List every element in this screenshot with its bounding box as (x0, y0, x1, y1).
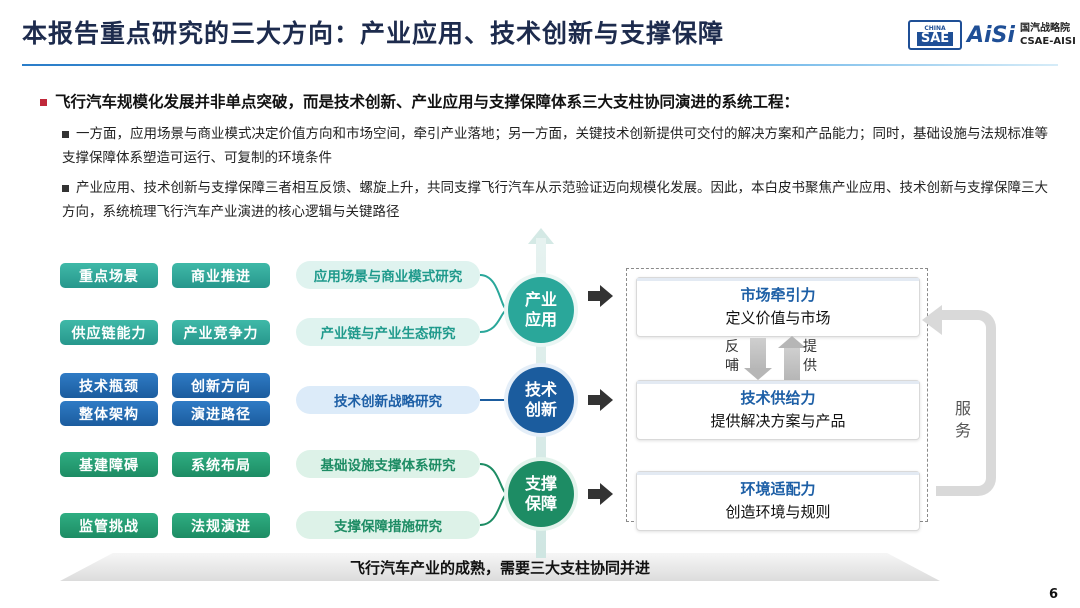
footer-platform (60, 553, 940, 581)
pillar-label: 技术创新 (524, 380, 557, 419)
logo-sae-text: SAE (916, 31, 954, 46)
connector-line (479, 493, 509, 526)
logo-org-cn: 国汽战略院 (1019, 23, 1070, 34)
right-arrow-icon (600, 483, 613, 505)
intro-sub-text-2: 产业应用、技术创新与支撑保障三者相互反馈、螺旋上升，共同支撑飞行汽车从示范验证迈… (62, 180, 1048, 220)
logo-china-text: CHINA (924, 24, 946, 32)
left-box: 创新方向 (172, 373, 270, 398)
arrow-shaft (588, 395, 600, 405)
up-arrow-icon (778, 336, 806, 348)
intro-main-bullet: 飞行汽车规模化发展并非单点突破，而是技术创新、产业应用与支撑保障体系三大支柱协同… (40, 90, 1050, 112)
force-title: 技术供给力 (740, 389, 816, 407)
connector-line (479, 309, 509, 333)
force-title: 市场牵引力 (740, 286, 816, 304)
left-box: 法规演进 (172, 513, 270, 538)
left-box: 监管挑战 (60, 513, 158, 538)
force-title: 环境适配力 (740, 480, 816, 498)
study-pill: 支撑保障措施研究 (296, 511, 480, 539)
left-box: 产业竞争力 (172, 320, 270, 345)
left-arrow-icon (922, 305, 942, 335)
arrow-shaft (588, 291, 600, 301)
logo-aisi-text: AiSi (967, 22, 1015, 48)
left-box: 系统布局 (172, 452, 270, 477)
intro-main-text: 飞行汽车规模化发展并非单点突破，而是技术创新、产业应用与支撑保障体系三大支柱协同… (55, 93, 800, 111)
logo-org-name: 国汽战略院 CSAE-AISI (1020, 22, 1076, 48)
footer-caption: 飞行汽车产业的成熟，需要三大支柱协同并进 (349, 559, 650, 577)
left-box: 整体架构 (60, 401, 158, 426)
pillar-label: 产业应用 (524, 290, 557, 329)
logo-org-en: CSAE-AISI (1019, 36, 1076, 47)
sub-bullet-marker-icon (62, 130, 69, 138)
right-arrow-icon (600, 285, 613, 307)
study-pill: 应用场景与商业模式研究 (296, 261, 480, 289)
supply-label: 提供 (803, 339, 817, 374)
force-desc: 提供解决方案与产品 (710, 412, 846, 430)
vertical-axis-arrowhead-icon (528, 228, 554, 244)
page-title: 本报告重点研究的三大方向：产业应用、技术创新与支撑保障 (22, 19, 725, 48)
three-pillars-diagram: 飞行汽车产业的成熟，需要三大支柱协同并进 重点场景 商业推进 供应链能力 产业竞… (0, 228, 1080, 608)
page-number: 6 (1048, 587, 1058, 602)
force-desc: 创造环境与规则 (725, 503, 831, 521)
pillar-technology: 技术创新 (508, 367, 574, 433)
serve-label: 服务 (955, 399, 972, 440)
pillar-support: 支撑保障 (508, 461, 574, 527)
card-top-line (637, 381, 919, 384)
study-pill: 基础设施支撑体系研究 (296, 450, 480, 478)
left-box: 基建障碍 (60, 452, 158, 477)
brand-logo: CHINA SAE AiSi 国汽战略院 CSAE-AISI (908, 20, 1076, 50)
connector-line (479, 463, 509, 495)
serve-loop (936, 310, 996, 496)
force-desc: 定义价值与市场 (725, 309, 831, 327)
bullet-marker-icon (40, 99, 47, 106)
card-top-line (637, 472, 919, 475)
sae-logo: CHINA SAE (908, 20, 962, 50)
left-box: 技术瓶颈 (60, 373, 158, 398)
left-box: 演进路径 (172, 401, 270, 426)
left-box: 商业推进 (172, 263, 270, 288)
card-top-line (637, 278, 919, 281)
intro-sub-bullet-2: 产业应用、技术创新与支撑保障三者相互反馈、螺旋上升，共同支撑飞行汽车从示范验证迈… (62, 176, 1052, 224)
down-arrow-icon (744, 368, 772, 380)
arrow-shaft (588, 489, 600, 499)
pillar-label: 支撑保障 (524, 474, 557, 513)
connector-line (479, 274, 509, 311)
study-pill: 产业链与产业生态研究 (296, 318, 480, 346)
supply-arrow-shaft (784, 348, 800, 380)
title-divider (22, 64, 1058, 66)
study-pill: 技术创新战略研究 (296, 386, 480, 414)
left-box: 重点场景 (60, 263, 158, 288)
force-environment: 环境适配力 创造环境与规则 (636, 471, 920, 531)
feedback-label: 反哺 (725, 339, 739, 374)
feedback-arrow-shaft (750, 338, 766, 370)
force-technology: 技术供给力 提供解决方案与产品 (636, 380, 920, 440)
pillar-industry: 产业应用 (508, 277, 574, 343)
left-box: 供应链能力 (60, 320, 158, 345)
sub-bullet-marker-icon (62, 184, 69, 192)
intro-sub-text-1: 一方面，应用场景与商业模式决定价值方向和市场空间，牵引产业落地；另一方面，关键技… (62, 126, 1048, 166)
right-arrow-icon (600, 389, 613, 411)
intro-sub-bullet-1: 一方面，应用场景与商业模式决定价值方向和市场空间，牵引产业落地；另一方面，关键技… (62, 122, 1052, 170)
connector-lines (479, 274, 509, 526)
force-market: 市场牵引力 定义价值与市场 (636, 277, 920, 337)
